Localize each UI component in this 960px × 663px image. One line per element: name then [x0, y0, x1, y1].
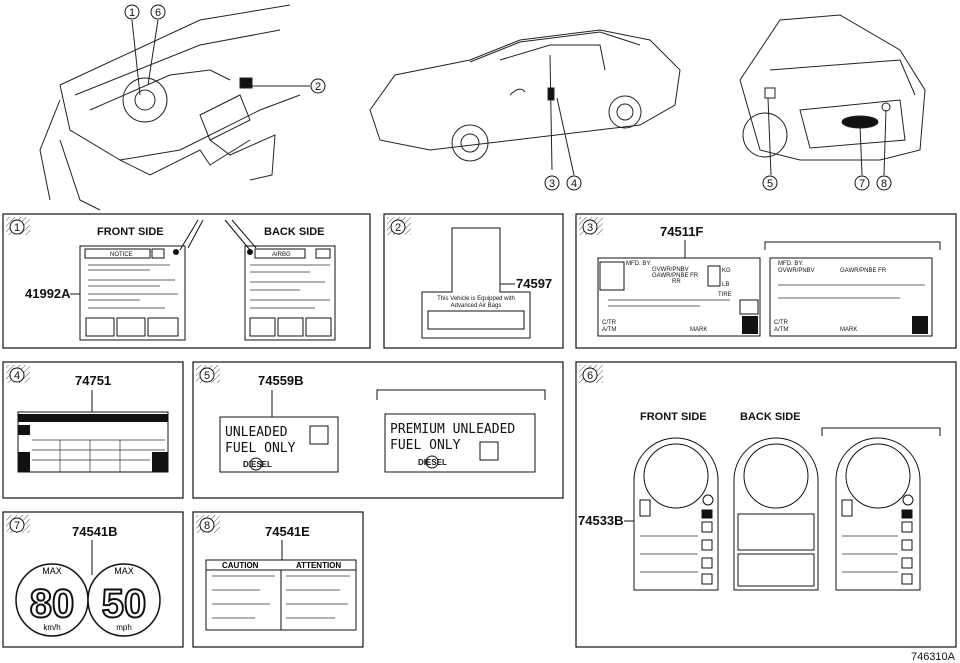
p6-front-side: FRONT SIDE [640, 411, 707, 423]
panel-4: 4 74751 [2, 361, 184, 499]
svg-text:RR: RR [672, 279, 681, 285]
callout-7: 7 [854, 175, 870, 191]
svg-text:50: 50 [102, 582, 147, 626]
panel-5: 5 74559B UNLEADED FUEL ONLY DIESEL PREMI… [192, 361, 564, 499]
svg-text:AIRBG: AIRBG [272, 252, 291, 258]
svg-text:TIRE: TIRE [718, 292, 732, 298]
svg-text:FUEL ONLY: FUEL ONLY [390, 438, 461, 453]
svg-text:GVWR/PNBV: GVWR/PNBV [778, 268, 815, 274]
part-74541e: 74541E [265, 524, 310, 539]
svg-text:MAX: MAX [42, 566, 62, 576]
svg-text:4: 4 [14, 370, 20, 382]
svg-text:GAWR/PNBE FR: GAWR/PNBE FR [652, 273, 699, 279]
panel-6: 6 FRONT SIDE BACK SIDE 74533B [575, 361, 957, 648]
part-74533b: 74533B [578, 513, 624, 528]
svg-text:1: 1 [14, 222, 20, 234]
svg-text:KG: KG [722, 268, 731, 274]
svg-text:LB: LB [722, 282, 729, 288]
svg-text:CAUTION: CAUTION [222, 561, 259, 570]
svg-text:DIESEL: DIESEL [243, 460, 272, 469]
svg-text:4: 4 [571, 178, 577, 190]
panel-1: 1 FRONT SIDE BACK SIDE 41992A NOTICE AIR… [2, 213, 371, 349]
svg-text:GVWR/PNBV: GVWR/PNBV [652, 267, 689, 273]
svg-text:A/TM: A/TM [602, 327, 616, 333]
svg-text:2: 2 [315, 81, 321, 93]
part-74751: 74751 [75, 373, 111, 388]
svg-text:UNLEADED: UNLEADED [225, 425, 288, 440]
svg-text:MARK: MARK [840, 327, 857, 333]
svg-text:6: 6 [155, 7, 161, 19]
callout-5: 5 [762, 175, 778, 191]
svg-text:5: 5 [767, 178, 773, 190]
svg-text:C/TR: C/TR [602, 320, 617, 326]
svg-text:C/TR: C/TR [774, 320, 789, 326]
svg-text:80: 80 [30, 582, 75, 626]
panel-3: 3 74511F MFD. BY: GVWR/PNBV GAWR/PNBE FR… [575, 213, 957, 349]
svg-text:DIESEL: DIESEL [418, 458, 447, 467]
callout-6: 6 [150, 4, 166, 20]
callout-4: 4 [566, 175, 582, 191]
part-74541b: 74541B [72, 524, 118, 539]
part-41992a: 41992A [25, 286, 71, 301]
svg-text:MFD. BY:: MFD. BY: [626, 261, 652, 267]
svg-text:GAWR/PNBE FR: GAWR/PNBE FR [840, 268, 887, 274]
svg-text:This Vehicle is Equipped with: This Vehicle is Equipped with [437, 296, 515, 302]
svg-text:km/h: km/h [43, 623, 60, 632]
svg-text:5: 5 [204, 370, 210, 382]
svg-text:7: 7 [859, 178, 865, 190]
panel-2: 2 This Vehicle is Equipped with Advanced… [383, 213, 564, 349]
svg-text:8: 8 [204, 520, 210, 532]
svg-text:MFD. BY:: MFD. BY: [778, 261, 804, 267]
part-74597: 74597 [516, 276, 552, 291]
svg-text:MARK: MARK [690, 327, 707, 333]
part-74511f: 74511F [660, 224, 703, 239]
car-side-illustration [369, 29, 681, 176]
svg-text:2: 2 [395, 222, 401, 234]
callout-1: 1 [124, 4, 140, 20]
svg-text:Advanced Air Bags: Advanced Air Bags [451, 303, 502, 309]
svg-text:FUEL ONLY: FUEL ONLY [225, 441, 296, 456]
panel-7: 7 74541B MAX 80 km/h MAX 50 mph [2, 511, 184, 648]
p6-back-side: BACK SIDE [740, 411, 801, 423]
car-rear-illustration [739, 14, 926, 176]
panel-8: 8 74541E CAUTION ATTENTION [192, 511, 364, 648]
svg-text:NOTICE: NOTICE [110, 252, 133, 258]
p1-back-side: BACK SIDE [264, 226, 325, 238]
svg-text:A/TM: A/TM [774, 327, 788, 333]
svg-text:ATTENTION: ATTENTION [296, 561, 341, 570]
callout-3: 3 [544, 175, 560, 191]
svg-text:3: 3 [549, 178, 555, 190]
interior-illustration [39, 4, 310, 211]
svg-text:8: 8 [881, 178, 887, 190]
callout-2: 2 [310, 78, 326, 94]
svg-text:mph: mph [116, 623, 132, 632]
p1-front-side: FRONT SIDE [97, 226, 164, 238]
part-74559b: 74559B [258, 373, 304, 388]
svg-text:1: 1 [129, 7, 135, 19]
svg-text:6: 6 [587, 370, 593, 382]
callout-8: 8 [876, 175, 892, 191]
diagram-ref-number: 746310A [911, 651, 956, 663]
svg-text:7: 7 [14, 520, 20, 532]
svg-text:PREMIUM UNLEADED: PREMIUM UNLEADED [390, 422, 515, 437]
svg-text:MAX: MAX [114, 566, 134, 576]
svg-text:3: 3 [587, 222, 593, 234]
